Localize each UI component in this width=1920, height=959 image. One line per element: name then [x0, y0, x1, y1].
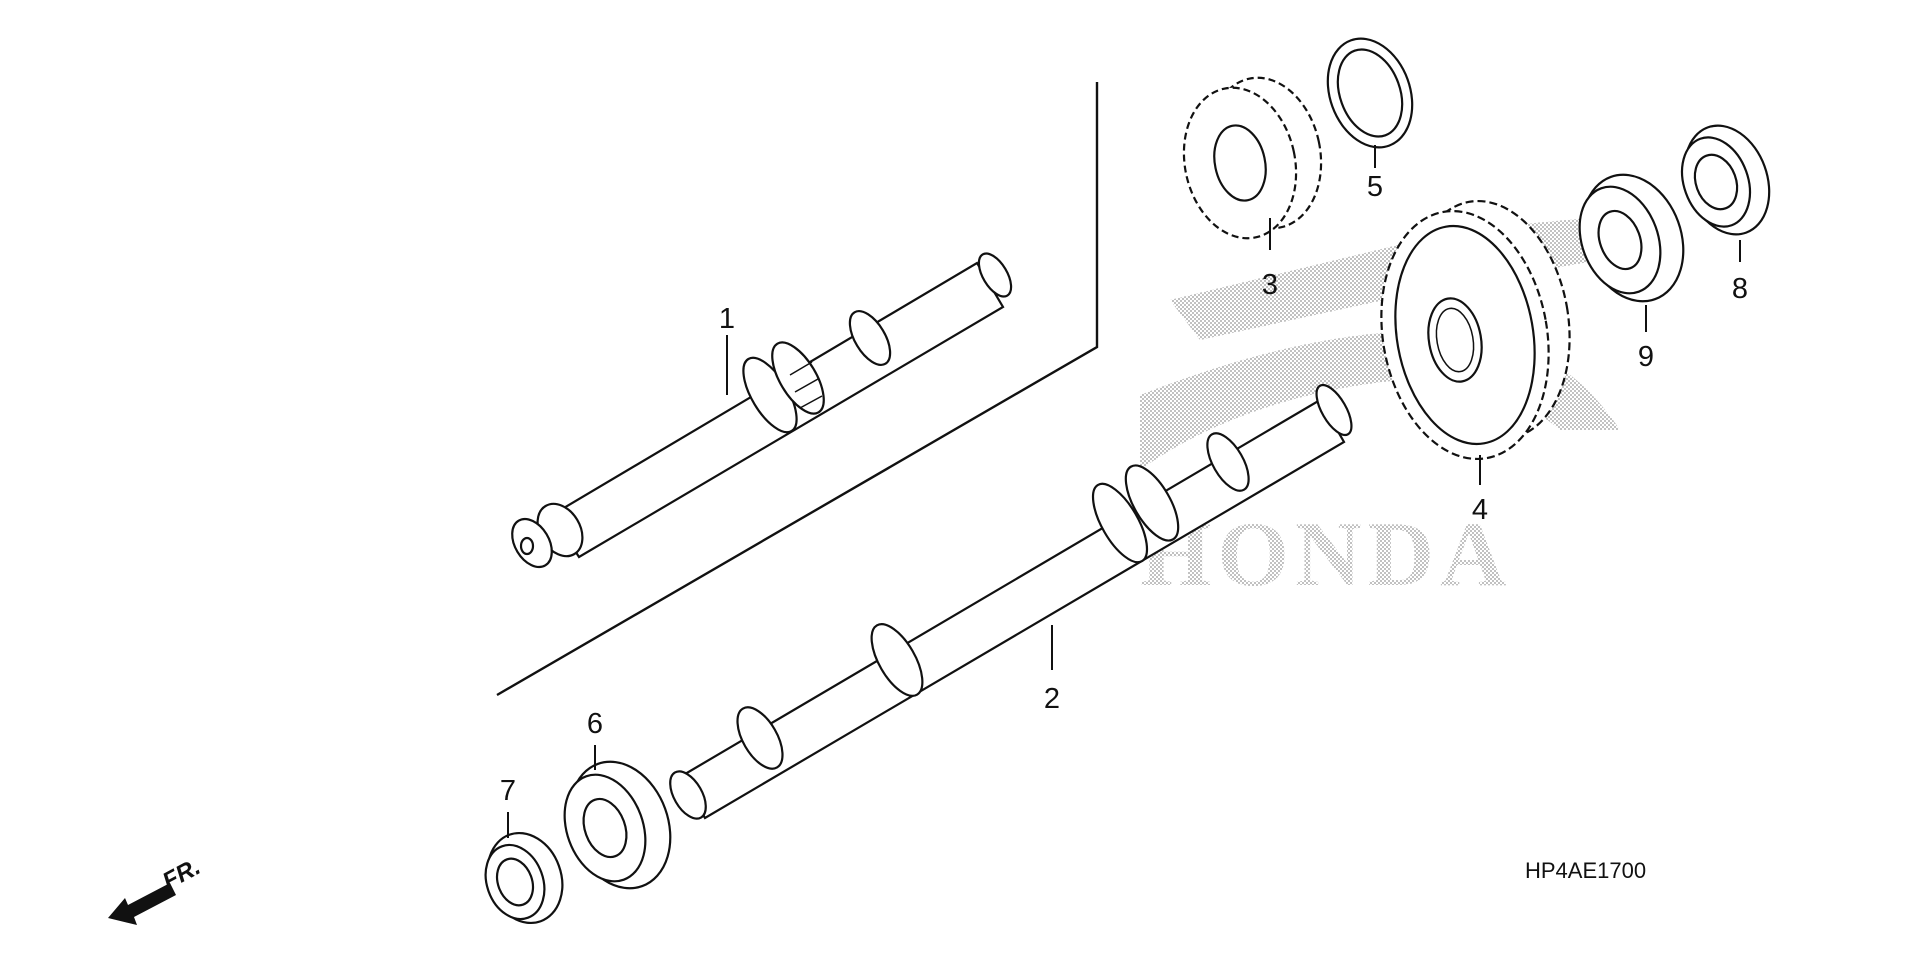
- callout-9: 9: [1638, 341, 1654, 373]
- part-6-bearing: [563, 760, 672, 890]
- part-9-bearing: [1578, 173, 1685, 303]
- front-direction-arrow: FR.: [108, 853, 205, 925]
- part-7-seal: [484, 831, 564, 925]
- callout-2: 2: [1044, 683, 1060, 715]
- callout-5: 5: [1367, 171, 1383, 203]
- callout-3: 3: [1262, 269, 1278, 301]
- assembly-boundary-line: [496, 82, 1099, 697]
- part-3-gear: [1182, 76, 1323, 240]
- diagram-code: HP4AE1700: [1525, 858, 1646, 883]
- callout-1: 1: [719, 303, 735, 335]
- arrow-left-icon: [108, 883, 176, 925]
- leader-lines: [507, 145, 1741, 838]
- part-1-shaft: [511, 252, 1013, 569]
- part-4-gear: [1380, 199, 1571, 461]
- part-2-shaft: [669, 383, 1353, 820]
- part-5-washer: [1326, 37, 1414, 149]
- callout-4: 4: [1472, 494, 1488, 526]
- callout-6: 6: [587, 708, 603, 740]
- callout-8: 8: [1732, 273, 1748, 305]
- part-8-seal: [1680, 124, 1771, 236]
- callout-7: 7: [500, 775, 516, 807]
